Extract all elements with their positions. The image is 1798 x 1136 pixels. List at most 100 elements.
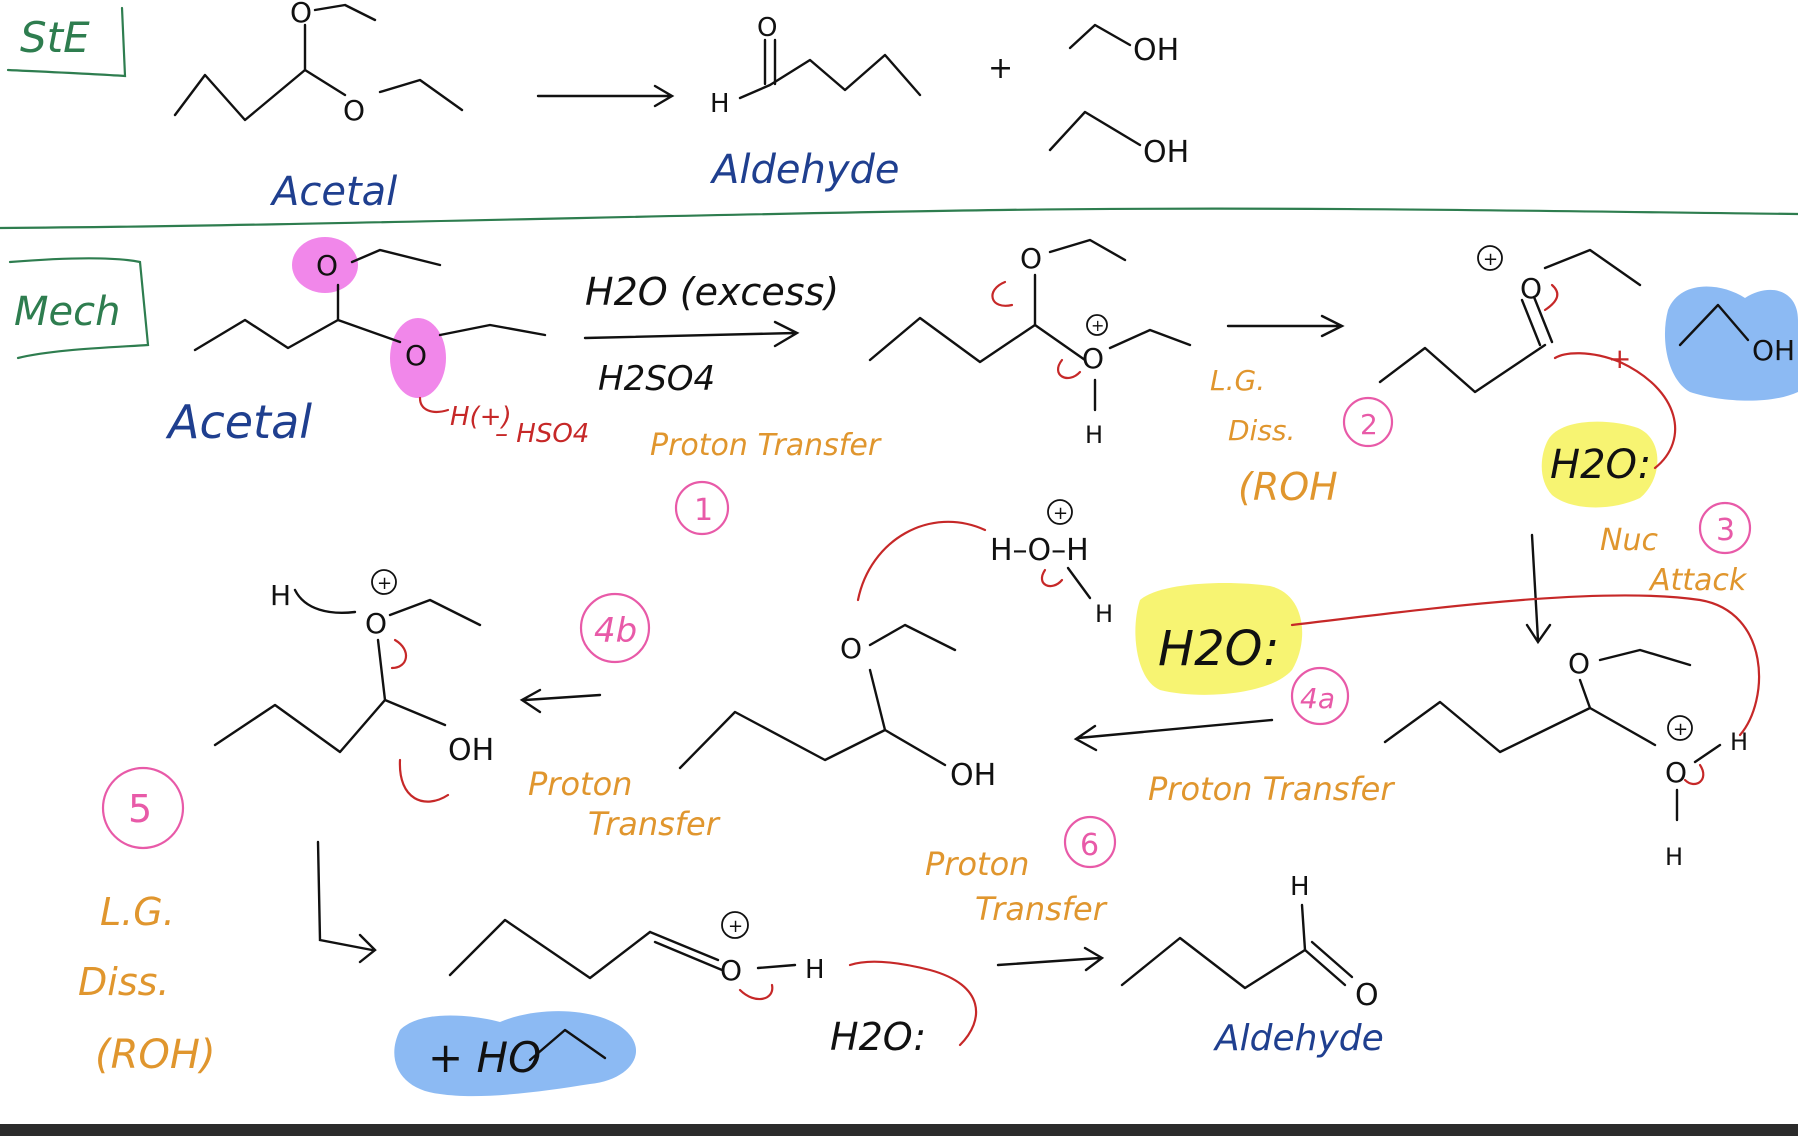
prot-hemiacetal-oh2: O <box>1665 756 1687 789</box>
hydronium-charge-circle <box>1047 499 1073 525</box>
protonated-acetal-charge-circle <box>1086 314 1108 336</box>
mech-reagent-bottom: H2SO4 <box>598 359 715 399</box>
mech-acetal-label: Acetal <box>165 395 312 449</box>
step2-line3: (ROH <box>1238 465 1338 509</box>
header-aldehyde-h: H <box>710 89 730 119</box>
prot-aldehyde-charge-circle <box>721 911 749 939</box>
hemiacetal-to-hydronium-curly <box>856 520 987 602</box>
step5-line2: Diss. <box>78 960 170 1004</box>
header-aldehyde-double-bond <box>763 38 777 86</box>
step4b-name-line2: Transfer <box>588 805 721 843</box>
arrow-to-hemiacetal <box>1073 718 1274 752</box>
hemiacetal-o: O <box>840 632 862 665</box>
prot-hemiacetal-oh2-h2 <box>1693 743 1722 764</box>
step1-number: 1 <box>694 493 713 528</box>
mech-acetal-o2: O <box>405 339 427 372</box>
left-int-curly-1 <box>390 638 407 670</box>
protonated-acetal-skeleton <box>868 316 1087 364</box>
header-acetal-upper-o: O <box>290 0 312 29</box>
header-acetal-lower-o: O <box>343 94 365 127</box>
prot-hemiacetal-curly <box>1683 763 1705 786</box>
hydronium-h-bond <box>1066 566 1092 600</box>
oxocarbenium-ethyl <box>1543 248 1642 287</box>
left-int-h-bond <box>293 588 357 614</box>
prot-aldehyde-charge: + <box>728 916 743 937</box>
deprot-curly-4a <box>1290 594 1761 737</box>
left-int-o: O <box>365 607 387 640</box>
final-aldehyde-h-bond <box>1300 903 1307 952</box>
header-acetal-skeleton <box>173 68 347 122</box>
prot-hemiacetal-o-bond <box>1578 678 1592 710</box>
plus-ethanol: + HO <box>428 1033 541 1082</box>
protonated-acetal-o2-ethyl <box>1108 328 1192 350</box>
highlight-yellow-water-nuc <box>1541 421 1658 508</box>
step6-number: 6 <box>1080 828 1099 863</box>
step5-circle <box>101 766 185 850</box>
step6-line1: Proton <box>925 845 1029 883</box>
hemiacetal-ethyl <box>868 623 957 652</box>
header-aldehyde-label: Aldehyde <box>709 147 900 193</box>
bottom-scroll-bar[interactable] <box>0 1124 1798 1136</box>
header-acetal-label: Acetal <box>269 169 397 215</box>
step2-circle <box>1342 396 1394 448</box>
mech-acetal-o1-ethyl <box>350 248 442 267</box>
mech-reagent-arrow <box>583 320 800 348</box>
step3-line2: Attack <box>1648 563 1748 598</box>
final-aldehyde-double-bond <box>1303 940 1354 987</box>
prot-aldehyde-h: H <box>805 955 825 985</box>
left-int-curly-2 <box>398 758 450 803</box>
protonated-acetal-o1-ethyl <box>1048 238 1127 262</box>
prot-hemiacetal-ethyl <box>1598 648 1692 667</box>
hemiacetal-o-bond <box>868 668 887 732</box>
highlight-magenta-o1 <box>292 237 358 293</box>
mech-box-outline <box>8 257 150 360</box>
step4a-circle <box>1290 666 1350 726</box>
mech-curly-arrow-o2-to-h <box>418 396 450 414</box>
header-plus: + <box>988 51 1013 86</box>
step3-number: 3 <box>1716 513 1735 548</box>
mech-h-plus: H(+) <box>450 402 512 432</box>
step6-line2: Transfer <box>975 890 1108 928</box>
arrow-step-4b <box>519 688 602 714</box>
step5-line3: (ROH) <box>95 1032 216 1078</box>
nuc-attack-curly <box>1553 352 1677 470</box>
highlights <box>292 237 1798 1097</box>
step1-name: Proton Transfer <box>650 428 882 463</box>
water-final: H2O: <box>830 1015 926 1059</box>
header-acetal-upper-ethyl <box>313 3 377 22</box>
prot-hemiacetal-charge: + <box>1673 719 1688 740</box>
left-int-oh: OH <box>448 733 494 768</box>
final-aldehyde-label: Aldehyde <box>1213 1018 1384 1059</box>
hydronium-charge: + <box>1053 503 1068 524</box>
final-aldehyde-skeleton <box>1120 936 1307 990</box>
step2-line2: Diss. <box>1228 414 1295 447</box>
oxocarbenium-o: O <box>1520 272 1542 305</box>
final-aldehyde-h: H <box>1290 872 1310 902</box>
bottom-ethanol-bonds <box>528 1028 607 1062</box>
hydronium: H–O–H <box>990 533 1089 568</box>
hemiacetal-skeleton <box>678 710 947 770</box>
header-ethanol-2-oh: OH <box>1143 135 1189 170</box>
left-int-o-bond <box>376 638 387 702</box>
oxocarbenium-charge: + <box>1483 249 1498 270</box>
left-int-skeleton <box>213 698 447 754</box>
header-ethanol-1 <box>1068 23 1132 50</box>
header-aldehyde-o: O <box>757 13 777 43</box>
prot-aldehyde-double-bond <box>648 930 724 972</box>
prot-hemiacetal-charge-circle <box>1667 715 1693 741</box>
mech-acetal-o1: O <box>316 249 338 282</box>
step2-number: 2 <box>1360 408 1378 441</box>
oxocarbenium-curly <box>1543 283 1559 312</box>
step3-circle <box>1698 501 1752 555</box>
step4b-circle <box>579 592 651 664</box>
oxocarbenium-plus: + <box>1608 342 1631 375</box>
protonated-acetal-o1: O <box>1020 242 1042 275</box>
hemiacetal-oh: OH <box>950 758 996 793</box>
oxocarbenium-double-bond <box>1520 295 1554 347</box>
section-divider <box>0 207 1798 230</box>
step3-line1: Nuc <box>1600 523 1658 558</box>
prot-aldehyde-oh-bond <box>756 963 797 970</box>
oxocarbenium-skeleton <box>1378 343 1547 394</box>
water-base: H2O: <box>1158 621 1279 677</box>
